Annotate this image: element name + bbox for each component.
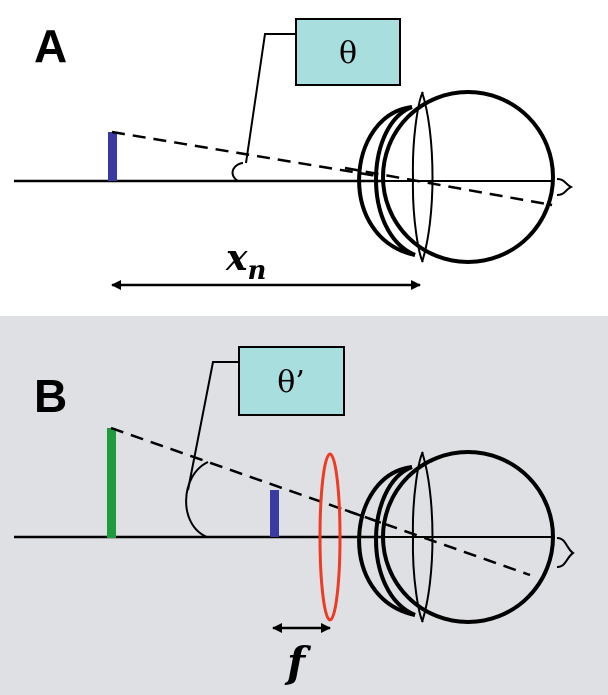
panel-b-angle-arc — [185, 461, 209, 538]
panel-a-retinal-image-brace — [556, 178, 574, 196]
panel-b-near-object — [270, 490, 279, 537]
panel-a-angle-label: θ — [339, 36, 357, 71]
panel-b-angle-label-box — [238, 346, 345, 416]
panel-a-distance-subscript: n — [247, 256, 266, 286]
panel-a-near-object — [108, 132, 117, 181]
panel-b: B θ’ f — [0, 316, 608, 695]
panel-a-angle-label-box — [295, 18, 401, 86]
panel-b-sight-through-eye — [344, 508, 531, 577]
panel-a-sight-through-eye — [344, 166, 553, 207]
panel-a-distance-label: xn — [225, 237, 266, 286]
panel-a-line-of-sight — [111, 130, 553, 207]
panel-a-angle-arc — [231, 162, 244, 182]
panel-a-label-leader — [245, 33, 295, 164]
panel-a-letter: A — [34, 20, 67, 72]
panel-b-far-object — [107, 428, 116, 538]
panel-b-letter: B — [34, 370, 67, 422]
panel-b-retinal-image-brace — [556, 537, 575, 568]
panel-a: A θ xn — [14, 18, 574, 290]
panel-b-label-leader — [187, 361, 238, 491]
panel-b-angle-label: θ’ — [277, 365, 305, 400]
panel-a-distance-symbol: x — [225, 237, 248, 279]
panel-a-eye — [357, 90, 555, 264]
panel-b-lens — [318, 452, 342, 622]
